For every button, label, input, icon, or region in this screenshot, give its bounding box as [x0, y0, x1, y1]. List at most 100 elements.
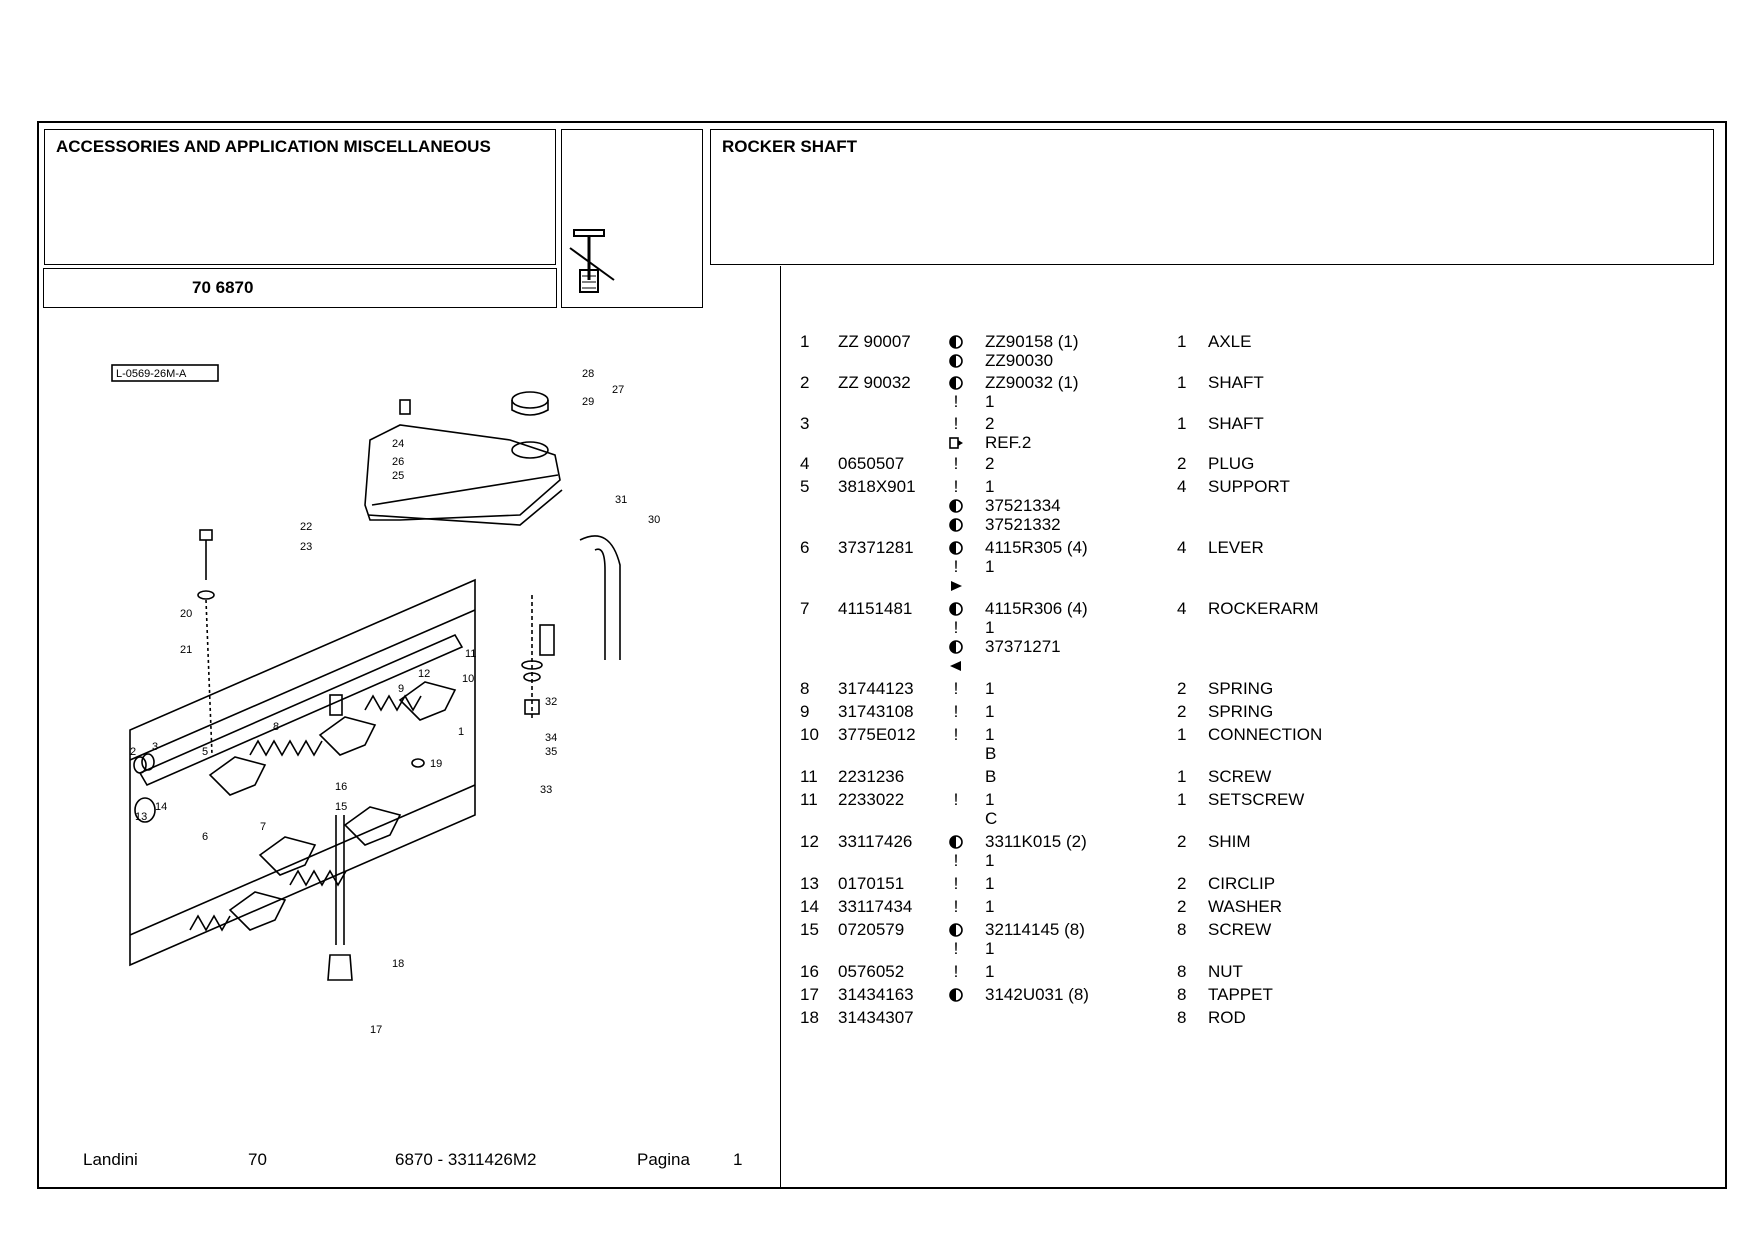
thumbnail-box	[561, 129, 703, 308]
part-code: 3775E012	[838, 725, 916, 744]
callout-34: 34	[545, 732, 557, 744]
rocker-thumbnail-icon	[569, 229, 615, 293]
part-alt-code: 4115R305 (4)	[985, 538, 1088, 557]
callout-27: 27	[612, 384, 624, 396]
exclamation-icon: !	[953, 702, 959, 721]
half-circle-icon	[947, 832, 965, 851]
half-circle-icon	[947, 637, 965, 656]
part-alt-code: 2	[985, 454, 995, 473]
triangle-right-icon	[947, 576, 965, 595]
callout-10: 10	[462, 673, 474, 685]
part-description: SCREW	[1208, 767, 1272, 786]
part-alt-code: 1	[985, 702, 995, 721]
part-qty: 2	[1177, 679, 1187, 698]
part-description: ROD	[1208, 1008, 1246, 1027]
callout-17: 17	[370, 1024, 382, 1036]
part-alt-code: 37521334	[985, 496, 1061, 515]
half-circle-icon	[947, 515, 965, 534]
exclamation-icon: !	[953, 725, 959, 744]
part-description: SHAFT	[1208, 373, 1264, 392]
part-qty: 1	[1177, 790, 1187, 809]
part-description: NUT	[1208, 962, 1243, 981]
half-circle-icon	[947, 496, 965, 515]
callout-15: 15	[335, 801, 347, 813]
part-alt-code: 1	[985, 725, 995, 744]
part-alt-code: ZZ90030	[985, 351, 1054, 370]
part-description: LEVER	[1208, 538, 1264, 557]
exclamation-icon: !	[953, 851, 959, 870]
part-alt-code: ZZ90158 (1)	[985, 332, 1079, 351]
callout-35: 35	[545, 746, 557, 758]
part-qty: 4	[1177, 477, 1187, 496]
part-alt-code: 1	[985, 618, 995, 637]
exclamation-icon: !	[953, 962, 959, 981]
part-description: WASHER	[1208, 897, 1282, 916]
part-ref: 11	[800, 767, 818, 786]
part-description: TAPPET	[1208, 985, 1273, 1004]
part-ref: 2	[800, 373, 810, 392]
part-description: CONNECTION	[1208, 725, 1323, 744]
callout-21: 21	[180, 644, 192, 656]
part-code: 3818X901	[838, 477, 916, 496]
part-code: 31434163	[838, 985, 914, 1004]
part-alt-code: 1	[985, 939, 995, 958]
part-alt-code: 1	[985, 392, 995, 411]
callout-22: 22	[300, 521, 312, 533]
part-alt-code: 1	[985, 679, 995, 698]
part-qty: 1	[1177, 725, 1187, 744]
callout-1: 1	[458, 726, 464, 738]
part-qty: 2	[1177, 832, 1187, 851]
callout-6: 6	[202, 831, 208, 843]
part-alt-code: 2	[985, 414, 995, 433]
exclamation-icon: !	[953, 454, 959, 473]
part-description: AXLE	[1208, 332, 1252, 351]
part-qty: 2	[1177, 454, 1187, 473]
part-code: 0720579	[838, 920, 905, 939]
callout-25: 25	[392, 470, 404, 482]
part-ref: 1	[800, 332, 810, 351]
half-circle-icon	[947, 351, 965, 370]
callout-14: 14	[155, 801, 167, 813]
part-code: 33117426	[838, 832, 913, 851]
callout-8: 8	[273, 721, 279, 733]
footer-page-label: Pagina	[637, 1150, 690, 1169]
part-ref: 9	[800, 702, 810, 721]
part-ref: 14	[800, 897, 819, 916]
group-title: ROCKER SHAFT	[722, 137, 858, 156]
part-code: ZZ 90032	[838, 373, 911, 392]
part-alt-code: 1	[985, 790, 995, 809]
part-code: 2231236	[838, 767, 905, 786]
callout-31: 31	[615, 494, 627, 506]
exclamation-icon: !	[953, 790, 959, 809]
callout-30: 30	[648, 514, 660, 526]
part-code: 0650507	[838, 454, 905, 473]
part-alt-code: 1	[985, 962, 995, 981]
part-description: SCREW	[1208, 920, 1272, 939]
callout-13: 13	[135, 811, 147, 823]
footer-doc: 6870 - 3311426M2	[395, 1150, 537, 1169]
part-alt-code: B	[985, 744, 997, 763]
callout-9: 9	[398, 683, 404, 695]
callout-20: 20	[180, 608, 192, 620]
model-code-box	[43, 268, 557, 308]
part-code: 37371281	[838, 538, 914, 557]
part-description: SUPPORT	[1208, 477, 1290, 496]
part-ref: 18	[800, 1008, 819, 1027]
part-qty: 2	[1177, 874, 1187, 893]
part-alt-code: 1	[985, 477, 995, 496]
callout-3: 3	[152, 741, 158, 753]
part-description: SHAFT	[1208, 414, 1264, 433]
exclamation-icon: !	[953, 618, 959, 637]
exclamation-icon: !	[953, 874, 959, 893]
part-alt-code: REF.2	[985, 433, 1032, 452]
part-qty: 4	[1177, 538, 1187, 557]
exploded-diagram: L-0569-26M-A 1 2 3 5 6 7 8 9 10 11 12 13…	[100, 355, 700, 1075]
